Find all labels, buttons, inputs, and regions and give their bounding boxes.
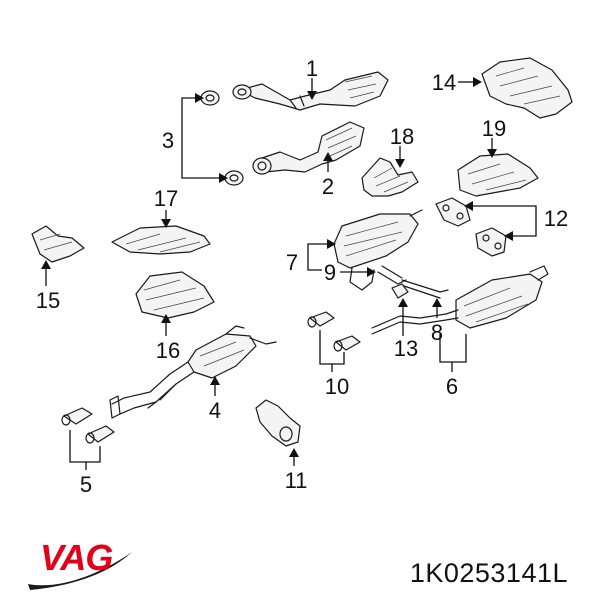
part-10-clamp-upper: [307, 311, 335, 328]
callout-14: 14: [432, 70, 456, 95]
part-number: 1K0253141L: [409, 558, 568, 588]
vag-logo-swoosh: [28, 552, 132, 590]
part-17-heat-shield: [111, 225, 211, 255]
part-18-heat-shield: [361, 157, 419, 197]
part-1-catalytic-converter: [232, 71, 389, 111]
part-16-heat-shield: [135, 271, 215, 319]
callout-8: 8: [431, 320, 443, 345]
callout-19: 19: [482, 116, 506, 141]
part-14-heat-shield: [481, 57, 573, 119]
callout-3: 3: [162, 128, 174, 153]
callout-5: 5: [80, 472, 92, 497]
callout-9: 9: [324, 260, 336, 285]
part-9-clamp-pipe: [377, 265, 407, 285]
callout-13: 13: [394, 336, 418, 361]
callout-leaders: [41, 77, 537, 470]
callout-7: 7: [286, 250, 298, 275]
part-6-rear-muffler: [371, 265, 549, 335]
part-7-middle-muffler: [333, 209, 423, 291]
part-15-heat-shield: [31, 225, 85, 263]
part-10-clamp-lower: [333, 335, 361, 352]
part-13-hanger: [391, 283, 409, 299]
callout-16: 16: [156, 338, 180, 363]
callout-15: 15: [36, 288, 60, 313]
callout-labels: 1 2 3 4 5 6 7 8 9 10 11 12 13 14 15 16 1…: [36, 56, 568, 497]
callout-4: 4: [209, 398, 221, 423]
part-5-clamp-upper: [61, 407, 93, 426]
callout-12: 12: [544, 206, 568, 231]
part-2-catalytic-converter: [252, 121, 365, 175]
callout-6: 6: [446, 374, 458, 399]
callout-18: 18: [390, 124, 414, 149]
callout-2: 2: [322, 174, 334, 199]
part-12-bracket-lower: [475, 227, 507, 257]
callout-10: 10: [325, 374, 349, 399]
part-4-front-pipe: [109, 325, 277, 419]
callout-17: 17: [154, 186, 178, 211]
part-8-clamp: [401, 279, 449, 299]
vag-logo: VAG: [40, 537, 113, 578]
part-11-gasket: [255, 399, 301, 447]
callout-11: 11: [285, 468, 308, 493]
part-12-bracket-upper: [435, 197, 471, 227]
part-19-heat-shield: [457, 153, 539, 197]
callout-1: 1: [306, 56, 318, 81]
part-5-clamp-lower: [85, 425, 115, 444]
